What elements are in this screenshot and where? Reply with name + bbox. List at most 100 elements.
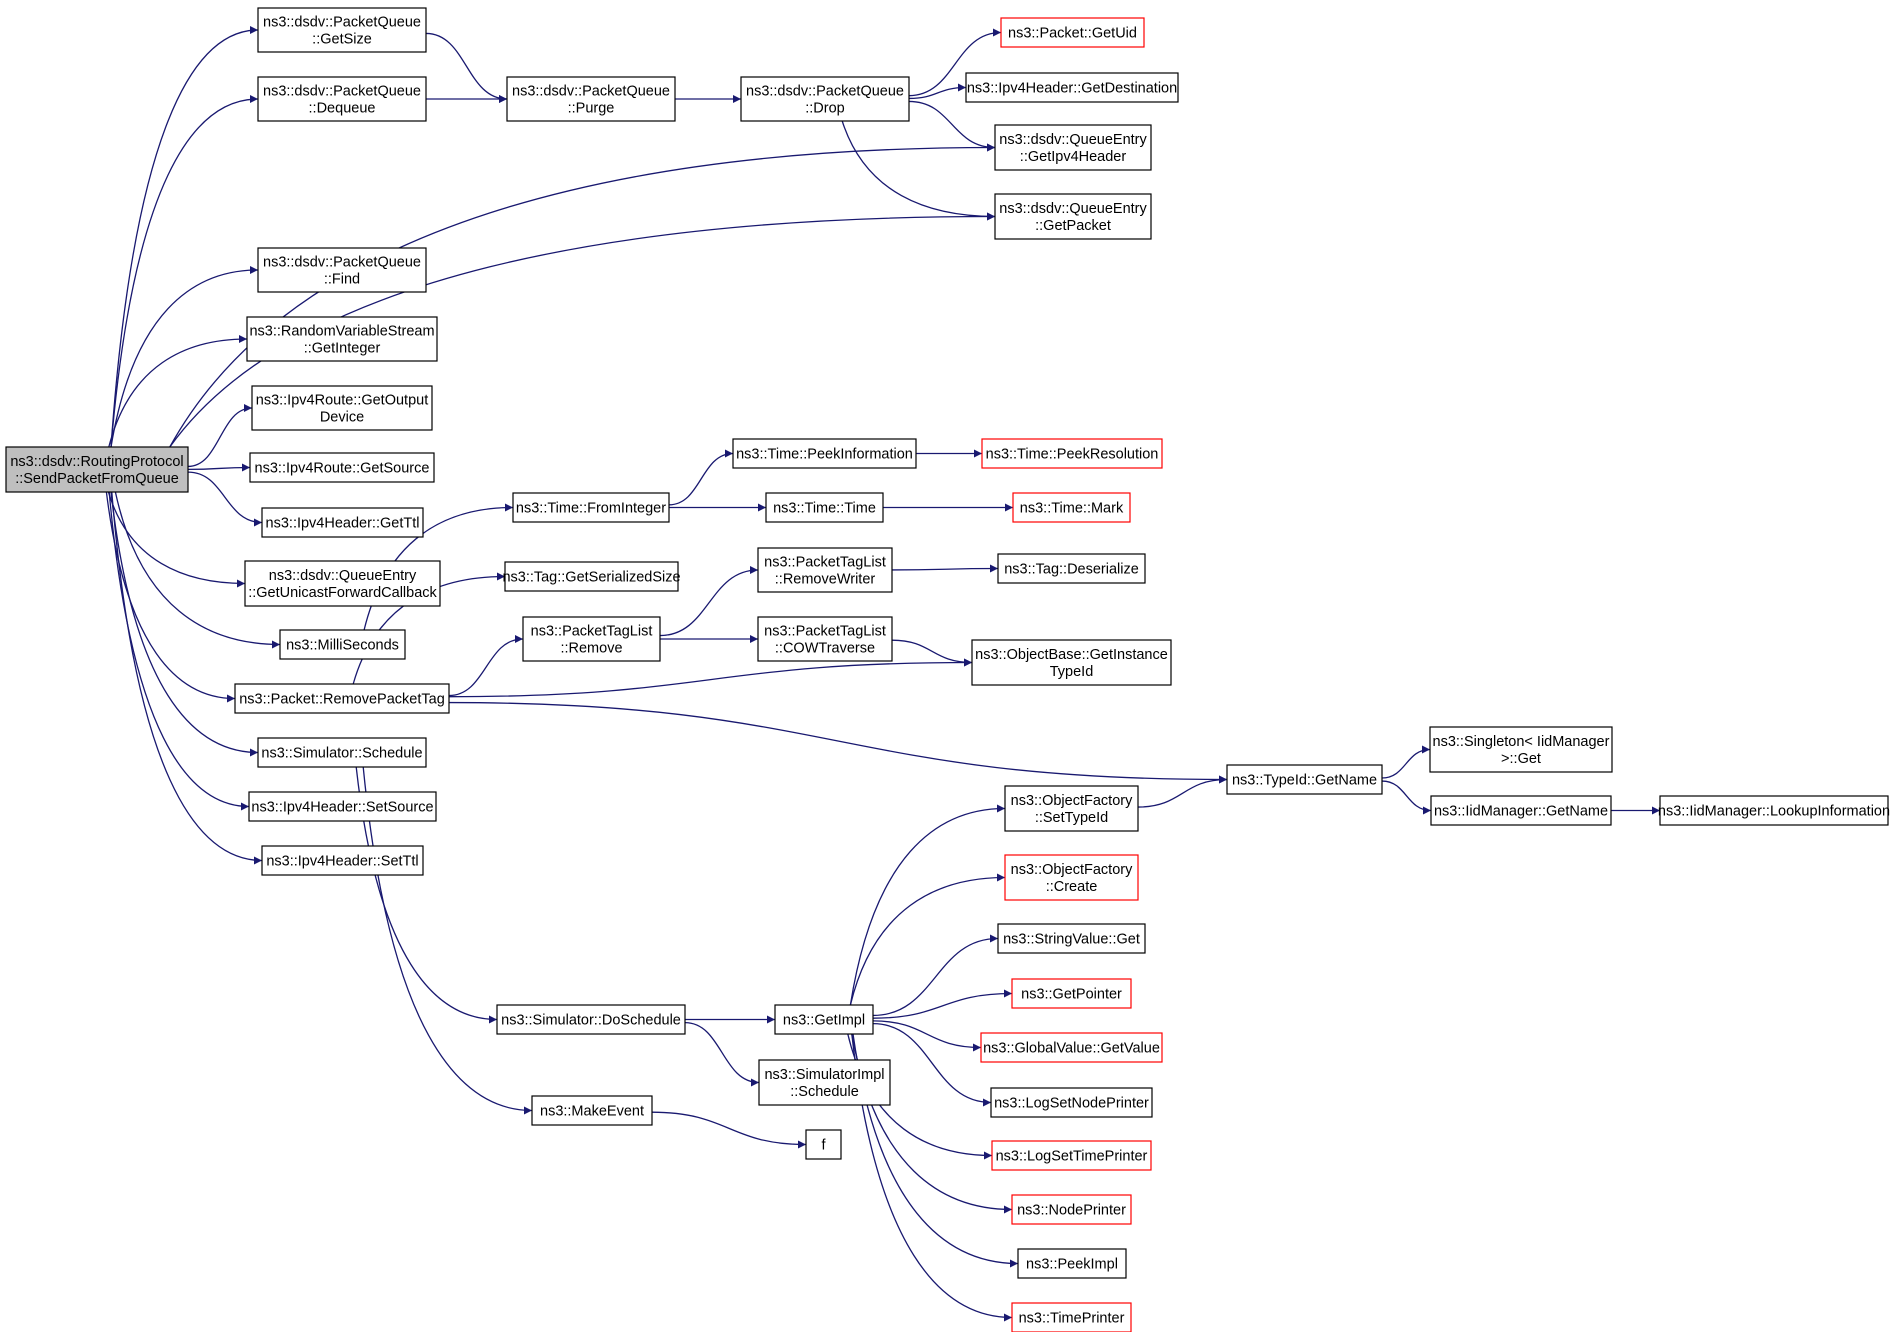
edge-sim-schedule-to-sim-doschedule xyxy=(355,766,498,1024)
edge-ptl-cowtraverse-to-objectbase-getinstancetypeid xyxy=(891,639,973,667)
edge-pq-drop-to-ipv4h-getdest xyxy=(908,83,967,100)
edge-root-to-ipv4h-getttl xyxy=(187,471,263,527)
node-qe-getunicastforwardcallback[interactable]: ns3::dsdv::QueueEntry::GetUnicastForward… xyxy=(244,560,441,607)
node-box xyxy=(251,385,433,431)
node-ipv4h-getttl[interactable]: ns3::Ipv4Header::GetTtl xyxy=(261,507,424,538)
node-box xyxy=(531,1095,653,1126)
node-time-frominteger[interactable]: ns3::Time::FromInteger xyxy=(512,492,670,523)
node-qe-getipv4header[interactable]: ns3::dsdv::QueueEntry::GetIpv4Header xyxy=(994,124,1152,171)
node-timeprinter[interactable]: ns3::TimePrinter xyxy=(1011,1302,1132,1332)
node-peekimpl[interactable]: ns3::PeekImpl xyxy=(1017,1248,1127,1279)
node-getimpl[interactable]: ns3::GetImpl xyxy=(774,1004,874,1035)
call-edges xyxy=(105,26,1660,1322)
node-sim-schedule[interactable]: ns3::Simulator::Schedule xyxy=(257,737,427,768)
node-label: ns3::Time::FromInteger xyxy=(516,500,666,516)
node-makeevent[interactable]: ns3::MakeEvent xyxy=(531,1095,653,1126)
edge-root-to-rvs-getinteger xyxy=(108,335,248,448)
node-label: >::Get xyxy=(1501,751,1541,767)
node-simimpl-schedule[interactable]: ns3::SimulatorImpl::Schedule xyxy=(758,1059,891,1106)
edge-root-to-qe-getpacket xyxy=(169,212,996,448)
node-label: ns3::MilliSeconds xyxy=(286,637,399,653)
node-globalvalue-getvalue[interactable]: ns3::GlobalValue::GetValue xyxy=(980,1032,1163,1063)
node-tag-deserialize[interactable]: ns3::Tag::Deserialize xyxy=(997,553,1146,584)
node-ipv4h-setttl[interactable]: ns3::Ipv4Header::SetTtl xyxy=(261,845,424,876)
node-label: ::GetUnicastForwardCallback xyxy=(248,585,437,601)
node-typeid-getname[interactable]: ns3::TypeId::GetName xyxy=(1226,764,1383,795)
node-pq-purge[interactable]: ns3::dsdv::PacketQueue::Purge xyxy=(506,76,676,122)
node-label: ns3::PacketTagList xyxy=(764,623,886,639)
node-time-mark[interactable]: ns3::Time::Mark xyxy=(1012,492,1131,523)
node-ipv4route-getsource[interactable]: ns3::Ipv4Route::GetSource xyxy=(249,452,435,483)
node-singleton-get[interactable]: ns3::Singleton< IidManager >::Get xyxy=(1429,726,1613,773)
node-pq-drop[interactable]: ns3::dsdv::PacketQueue::Drop xyxy=(740,76,910,122)
node-box xyxy=(1011,1194,1132,1225)
node-box xyxy=(757,616,893,662)
node-getpointer[interactable]: ns3::GetPointer xyxy=(1011,978,1132,1009)
node-box xyxy=(504,561,679,592)
edge-root-to-pq-getsize xyxy=(110,26,259,448)
node-root[interactable]: ns3::dsdv::RoutingProtocol::SendPacketFr… xyxy=(5,446,189,493)
node-label: ::GetInteger xyxy=(304,340,381,356)
node-label: ns3::dsdv::PacketQueue xyxy=(263,14,421,30)
node-f[interactable]: f xyxy=(805,1129,842,1160)
node-label: TypeId xyxy=(1050,664,1094,680)
node-label: ns3::GetImpl xyxy=(783,1012,865,1028)
node-rvs-getinteger[interactable]: ns3::RandomVariableStream::GetInteger xyxy=(246,316,438,362)
node-box xyxy=(1017,1248,1127,1279)
node-label: ns3::Time::Time xyxy=(773,500,876,516)
node-ptl-cowtraverse[interactable]: ns3::PacketTagList::COWTraverse xyxy=(757,616,893,662)
node-iidmanager-getname[interactable]: ns3::IidManager::GetName xyxy=(1430,795,1612,826)
node-nodeprinter[interactable]: ns3::NodePrinter xyxy=(1011,1194,1132,1225)
node-label: ns3::ObjectFactory xyxy=(1011,862,1133,878)
node-time-peekresolution[interactable]: ns3::Time::PeekResolution xyxy=(981,438,1163,469)
node-box xyxy=(997,923,1146,954)
node-ipv4h-setsource[interactable]: ns3::Ipv4Header::SetSource xyxy=(248,791,437,822)
node-label: ns3::GlobalValue::GetValue xyxy=(983,1040,1160,1056)
node-label: ns3::Packet::RemovePacketTag xyxy=(239,691,445,707)
node-box xyxy=(248,791,437,822)
edge-pkt-removepackettag-to-ptl-remove xyxy=(448,635,524,697)
node-box xyxy=(261,507,424,538)
node-time-peekinformation[interactable]: ns3::Time::PeekInformation xyxy=(732,438,917,469)
node-pq-dequeue[interactable]: ns3::dsdv::PacketQueue::Dequeue xyxy=(257,76,427,122)
node-ptl-removewriter[interactable]: ns3::PacketTagList::RemoveWriter xyxy=(757,547,893,593)
node-logsetnodeprinter[interactable]: ns3::LogSetNodePrinter xyxy=(990,1087,1153,1118)
node-box xyxy=(758,1059,891,1106)
node-logsettimeprinter[interactable]: ns3::LogSetTimePrinter xyxy=(991,1140,1152,1171)
node-pq-getsize[interactable]: ns3::dsdv::PacketQueue::GetSize xyxy=(257,7,427,53)
edge-root-to-pq-find xyxy=(110,266,259,448)
node-stringvalue-get[interactable]: ns3::StringValue::Get xyxy=(997,923,1146,954)
node-label: ::Drop xyxy=(805,100,845,116)
edge-typeid-getname-to-singleton-get xyxy=(1381,745,1431,779)
node-box xyxy=(257,7,427,53)
node-tag-getserializedsize[interactable]: ns3::Tag::GetSerializedSize xyxy=(502,561,681,592)
node-box xyxy=(805,1129,842,1160)
node-label: ns3::LogSetNodePrinter xyxy=(994,1095,1149,1111)
node-sim-doschedule[interactable]: ns3::Simulator::DoSchedule xyxy=(496,1004,686,1035)
node-objectfactory-settypeid[interactable]: ns3::ObjectFactory::SetTypeId xyxy=(1004,785,1139,832)
edge-root-to-qe-getunicastforwardcallback xyxy=(107,491,246,588)
node-pkt-removepackettag[interactable]: ns3::Packet::RemovePacketTag xyxy=(234,683,450,714)
node-objectfactory-create[interactable]: ns3::ObjectFactory::Create xyxy=(1004,854,1139,901)
node-ipv4h-getdest[interactable]: ns3::Ipv4Header::GetDestination xyxy=(965,72,1179,103)
node-ptl-remove[interactable]: ns3::PacketTagList::Remove xyxy=(522,616,661,662)
node-label: ::Purge xyxy=(568,100,615,116)
node-label: ns3::Ipv4Header::SetTtl xyxy=(266,853,418,869)
node-box xyxy=(765,492,884,523)
node-box xyxy=(980,1032,1163,1063)
node-qe-getpacket[interactable]: ns3::dsdv::QueueEntry::GetPacket xyxy=(994,193,1152,240)
node-label: ::GetIpv4Header xyxy=(1020,149,1127,165)
node-label: f xyxy=(821,1137,826,1153)
node-pq-find[interactable]: ns3::dsdv::PacketQueue::Find xyxy=(257,247,427,293)
node-label: ns3::Ipv4Route::GetSource xyxy=(255,460,430,476)
node-label: ns3::StringValue::Get xyxy=(1003,931,1140,947)
node-box xyxy=(279,629,406,660)
node-label: ::RemoveWriter xyxy=(775,571,876,587)
node-milliseconds[interactable]: ns3::MilliSeconds xyxy=(279,629,406,660)
node-pkt-getuid[interactable]: ns3::Packet::GetUid xyxy=(1000,17,1145,48)
node-time-time[interactable]: ns3::Time::Time xyxy=(765,492,884,523)
node-iidmanager-lookupinformation[interactable]: ns3::IidManager::LookupInformation xyxy=(1658,795,1890,826)
node-box xyxy=(257,76,427,122)
